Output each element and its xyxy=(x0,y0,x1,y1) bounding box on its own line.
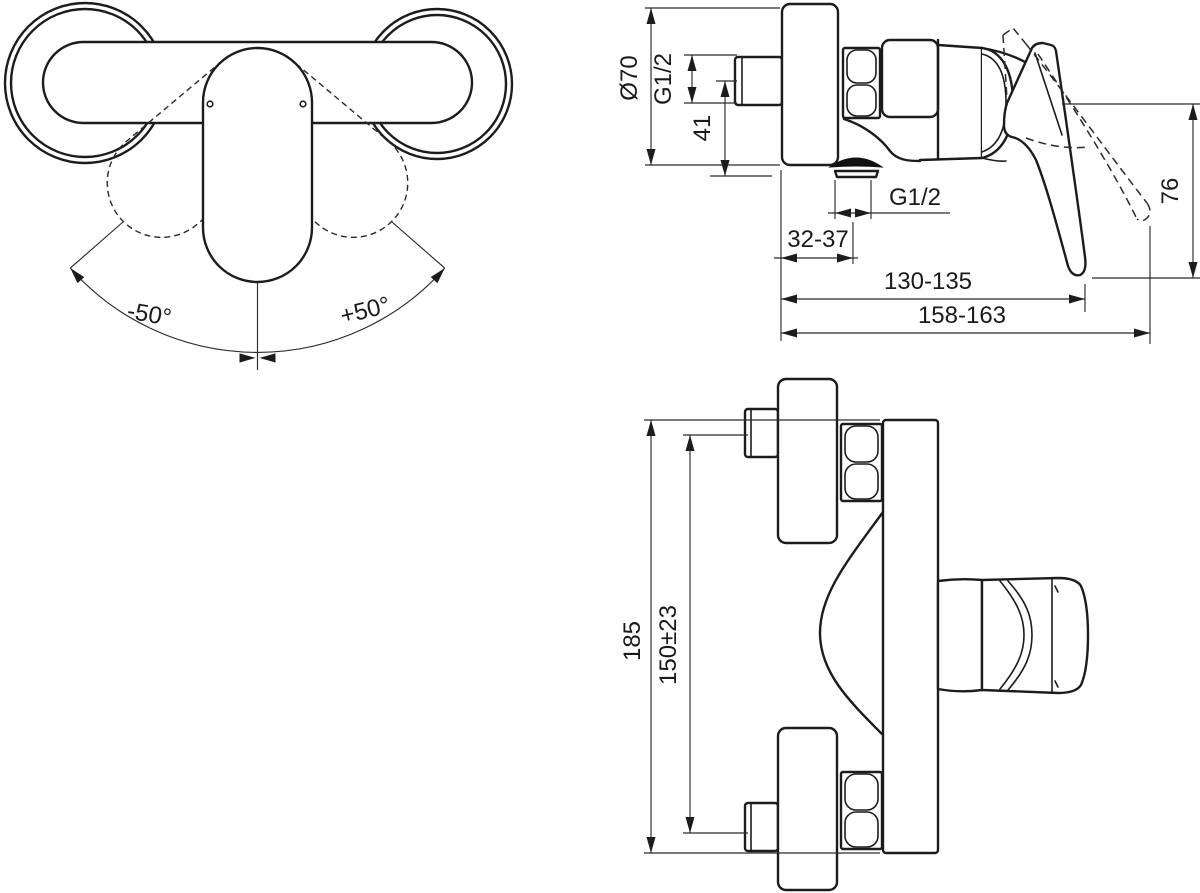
body-front-contour xyxy=(818,510,885,737)
side-view: Ø70 G1/2 41 G1/2 32-37 130-135 xyxy=(616,2,1200,344)
inlet-offset-label: 41 xyxy=(689,115,716,142)
bottom-union-stub xyxy=(743,801,780,853)
inlet-thread-label: G1/2 xyxy=(650,53,677,105)
wall-to-outlet-label: 32-37 xyxy=(787,226,848,253)
profile-view-dimensions: 185 150±23 xyxy=(619,419,880,854)
wall-rosette-side xyxy=(780,2,840,167)
mixer-body-profile xyxy=(881,418,940,855)
lever-side xyxy=(1002,41,1087,277)
hex-nut-side xyxy=(841,46,882,120)
knob-tick-top xyxy=(1054,585,1059,593)
profile-view: 185 150±23 xyxy=(619,377,1090,892)
lever-front xyxy=(201,46,314,284)
top-union-stub xyxy=(743,407,780,459)
lever-dashed-up-position xyxy=(1002,27,1151,222)
overall-height-label: 185 xyxy=(619,621,646,661)
handle-drop-label: 76 xyxy=(1157,178,1184,205)
bottom-rosette xyxy=(776,726,839,892)
top-hex-nut xyxy=(839,422,884,503)
bottom-hex-nut xyxy=(839,770,884,851)
outlet-collar xyxy=(833,169,880,179)
lever-crease xyxy=(1034,52,1063,136)
rosette-diameter-label: Ø70 xyxy=(616,55,643,100)
front-view: -50° +50° xyxy=(3,1,514,370)
total-depth-label: 158-163 xyxy=(918,302,1006,329)
top-rosette xyxy=(776,377,839,545)
wall-to-handle-label: 130-135 xyxy=(884,268,972,295)
angle-right-label: +50° xyxy=(338,292,393,330)
neck-underside xyxy=(981,157,1007,162)
outlet-thread-label: G1/2 xyxy=(889,184,941,211)
connection-pitch-label: 150±23 xyxy=(655,605,682,685)
valve-body-block xyxy=(880,38,940,119)
lever-profile xyxy=(936,576,1090,695)
outlet-rim xyxy=(828,157,884,168)
side-view-dimensions: Ø70 G1/2 41 G1/2 32-37 130-135 xyxy=(616,7,1200,344)
angle-left-label: -50° xyxy=(125,297,173,331)
knob-tick-bottom xyxy=(1054,680,1059,688)
lever-dot-right xyxy=(299,100,307,108)
body-underside xyxy=(842,117,922,163)
lever-dot-left xyxy=(206,100,214,108)
